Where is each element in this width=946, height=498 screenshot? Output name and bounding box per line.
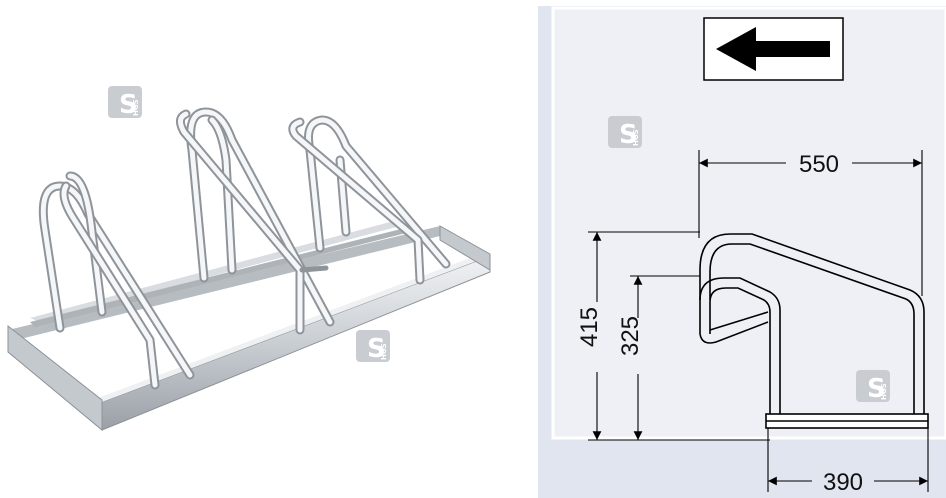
watermark-logo-4: S HGS	[856, 370, 890, 404]
watermark-logo-1: S HGS	[108, 86, 142, 120]
rack-hoops	[38, 107, 451, 390]
bike-rack-photo	[7, 107, 491, 432]
dimension-label-width: 550	[799, 151, 839, 178]
technical-drawing: 550 415 325 390 S HGS S HGS	[538, 6, 946, 498]
svg-text:HGS: HGS	[880, 383, 888, 400]
svg-text:HGS: HGS	[632, 129, 640, 146]
dimension-label-height-total: 415	[576, 307, 603, 347]
svg-text:S: S	[867, 374, 886, 404]
watermark-logo-3: S HGS	[608, 116, 642, 150]
watermark-logo-2: S HGS	[356, 330, 390, 364]
rack-profile	[699, 233, 929, 429]
svg-text:S: S	[367, 334, 386, 364]
dimension-lines	[588, 150, 929, 492]
svg-text:S: S	[119, 90, 138, 120]
dimension-label-height-inner: 325	[617, 316, 644, 356]
dimension-label-base-width: 390	[823, 469, 863, 496]
svg-text:S: S	[619, 120, 638, 150]
arrow-left-icon	[716, 27, 830, 71]
svg-text:HGS: HGS	[380, 343, 388, 360]
direction-arrow-sign	[703, 17, 844, 81]
svg-text:HGS: HGS	[132, 99, 140, 116]
